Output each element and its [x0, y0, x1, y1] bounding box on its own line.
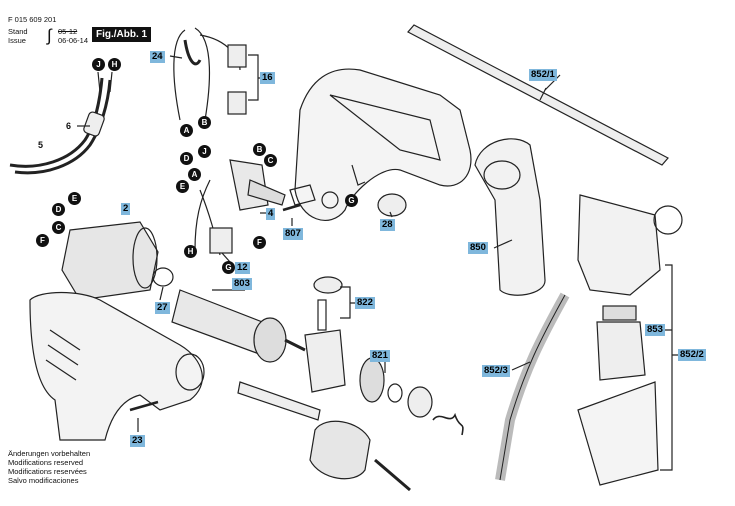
- wire-marker-c-left: C: [52, 221, 65, 234]
- part-tag-852-3[interactable]: 852/3: [482, 365, 510, 377]
- note-line: Modifications reserved: [8, 458, 84, 467]
- part-tag-803[interactable]: 803: [232, 278, 252, 290]
- part-tag-12[interactable]: 12: [235, 262, 250, 274]
- part-tag-27[interactable]: 27: [155, 302, 170, 314]
- note-line: Salvo modificaciones: [8, 476, 79, 485]
- wire-marker-b: B: [198, 116, 211, 129]
- wire-marker-e-left: E: [68, 192, 81, 205]
- part-label-6: 6: [66, 121, 72, 131]
- part-tag-28[interactable]: 28: [380, 219, 395, 231]
- wire-marker-g-right: G: [345, 194, 358, 207]
- part-tag-4[interactable]: 4: [266, 208, 276, 220]
- part-tag-23[interactable]: 23: [130, 435, 145, 447]
- wire-marker-f-left: F: [36, 234, 49, 247]
- wire-marker-h: H: [108, 58, 121, 71]
- figure-label: Fig./Abb. 1: [92, 27, 152, 42]
- modification-notes: Änderungen vorbehalten Modifications res…: [8, 449, 90, 485]
- part-tag-2[interactable]: 2: [121, 203, 131, 215]
- note-line: Modifications reservées: [8, 467, 87, 476]
- stand-label: Stand: [8, 27, 28, 36]
- brace-mark: ∫: [47, 26, 52, 45]
- part-tag-822[interactable]: 822: [355, 297, 375, 309]
- part-tag-852-1[interactable]: 852/1: [529, 69, 557, 81]
- part-tag-16[interactable]: 16: [260, 72, 275, 84]
- wire-marker-f-mid: F: [253, 236, 266, 249]
- issue-label: Issue: [8, 36, 26, 45]
- wire-marker-j: J: [92, 58, 105, 71]
- wire-marker-a-mid: A: [188, 168, 201, 181]
- part-tag-850[interactable]: 850: [468, 242, 488, 254]
- wire-marker-h-bot: H: [184, 245, 197, 258]
- note-line: Änderungen vorbehalten: [8, 449, 91, 458]
- wire-marker-j-mid: J: [198, 145, 211, 158]
- document-number: F 015 609 201: [8, 15, 57, 24]
- part-label-5: 5: [38, 140, 44, 150]
- wire-marker-g-bot: G: [222, 261, 235, 274]
- part-tag-807[interactable]: 807: [283, 228, 303, 240]
- part-tag-24[interactable]: 24: [150, 51, 165, 63]
- part-tag-821[interactable]: 821: [370, 350, 390, 362]
- wire-marker-d-left: D: [52, 203, 65, 216]
- issue-date: 06-06-14: [58, 36, 89, 45]
- wire-marker-a: A: [180, 124, 193, 137]
- wire-marker-d: D: [180, 152, 193, 165]
- wire-marker-e-mid: E: [176, 180, 189, 193]
- part-tag-852-2[interactable]: 852/2: [678, 349, 706, 361]
- stand-date: 05-12: [58, 27, 78, 36]
- wire-marker-b-mid: B: [253, 143, 266, 156]
- wire-marker-c-mid: C: [264, 154, 277, 167]
- part-tag-853[interactable]: 853: [645, 324, 665, 336]
